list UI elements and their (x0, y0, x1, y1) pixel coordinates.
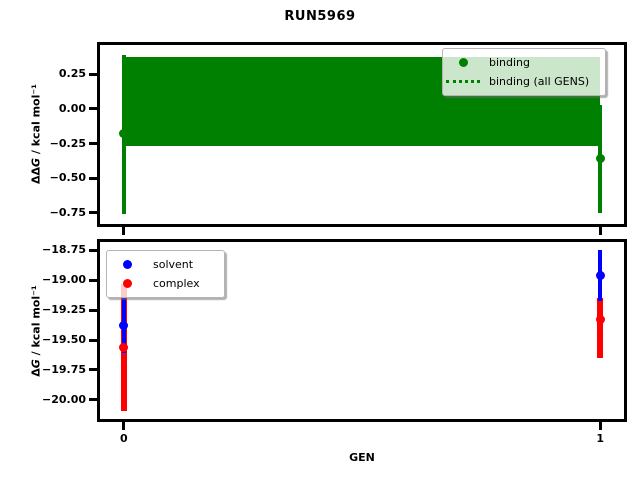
data-point-complex-gen1 (595, 315, 605, 325)
data-point-complex-gen0 (119, 342, 129, 352)
y-tick-label: −0.75 (49, 205, 86, 219)
y-tick-mark (89, 176, 97, 180)
variable-g: G (29, 157, 43, 167)
legend-label-binding: binding (489, 56, 531, 69)
y-tick-mark (89, 72, 97, 76)
binding-marker-swatch (443, 58, 483, 67)
error-bar-complex-gen1 (597, 298, 603, 358)
plot-title: RUN5969 (284, 9, 356, 24)
y-tick-label: −19.50 (41, 333, 86, 347)
y-tick-mark (89, 338, 97, 342)
top-legend: binding binding (all GENS) (442, 48, 606, 96)
y-tick-label: −0.25 (49, 136, 86, 150)
x-tick-mark (598, 227, 602, 235)
y-tick-mark (89, 278, 97, 282)
x-tick-label: 0 (119, 432, 128, 445)
complex-marker-swatch (107, 279, 147, 288)
x-tick-mark (122, 227, 126, 235)
data-point-binding-gen1 (595, 154, 605, 164)
bottom-legend: solvent complex (106, 250, 225, 298)
y-tick-label: −19.00 (41, 273, 86, 287)
y-tick-label: 0.00 (58, 101, 86, 115)
legend-label-solvent: solvent (153, 258, 194, 271)
legend-label-complex: complex (153, 277, 200, 290)
data-point-binding-gen0 (119, 129, 129, 139)
y-tick-mark (89, 248, 97, 252)
y-tick-label: −0.50 (49, 171, 86, 185)
legend-item-binding: binding (443, 53, 605, 72)
x-tick-mark (598, 422, 602, 430)
y-tick-mark (89, 368, 97, 372)
solvent-marker-swatch (107, 260, 147, 269)
complex-dot-icon (122, 279, 132, 288)
data-point-solvent-gen1 (595, 270, 605, 280)
y-tick-mark (89, 398, 97, 402)
data-point-solvent-gen0 (119, 321, 129, 331)
legend-item-binding-all-gens: binding (all GENS) (443, 72, 605, 91)
binding-all-gens-line (123, 100, 601, 104)
y-tick-mark (89, 211, 97, 215)
binding-dot-icon (458, 58, 468, 67)
y-tick-label: −19.75 (41, 362, 86, 376)
x-tick-mark (122, 422, 126, 430)
dotted-line-icon (446, 80, 480, 83)
units-text: / kcal mol⁻¹ (29, 285, 43, 360)
dotted-line-swatch (443, 80, 483, 83)
y-tick-label: −19.25 (41, 303, 86, 317)
top-y-axis-label: ΔΔG / kcal mol⁻¹ (30, 84, 43, 184)
legend-item-solvent: solvent (107, 255, 224, 274)
y-tick-mark (89, 142, 97, 146)
legend-item-complex: complex (107, 274, 224, 293)
y-tick-label: −20.00 (41, 392, 86, 406)
x-axis-label: GEN (349, 451, 375, 464)
y-tick-mark (89, 107, 97, 111)
y-tick-label: 0.25 (58, 67, 86, 81)
legend-label-binding-all-gens: binding (all GENS) (489, 75, 590, 88)
y-tick-mark (89, 308, 97, 312)
x-tick-label: 1 (596, 432, 604, 445)
solvent-dot-icon (122, 260, 132, 269)
y-tick-label: −18.75 (41, 243, 86, 257)
